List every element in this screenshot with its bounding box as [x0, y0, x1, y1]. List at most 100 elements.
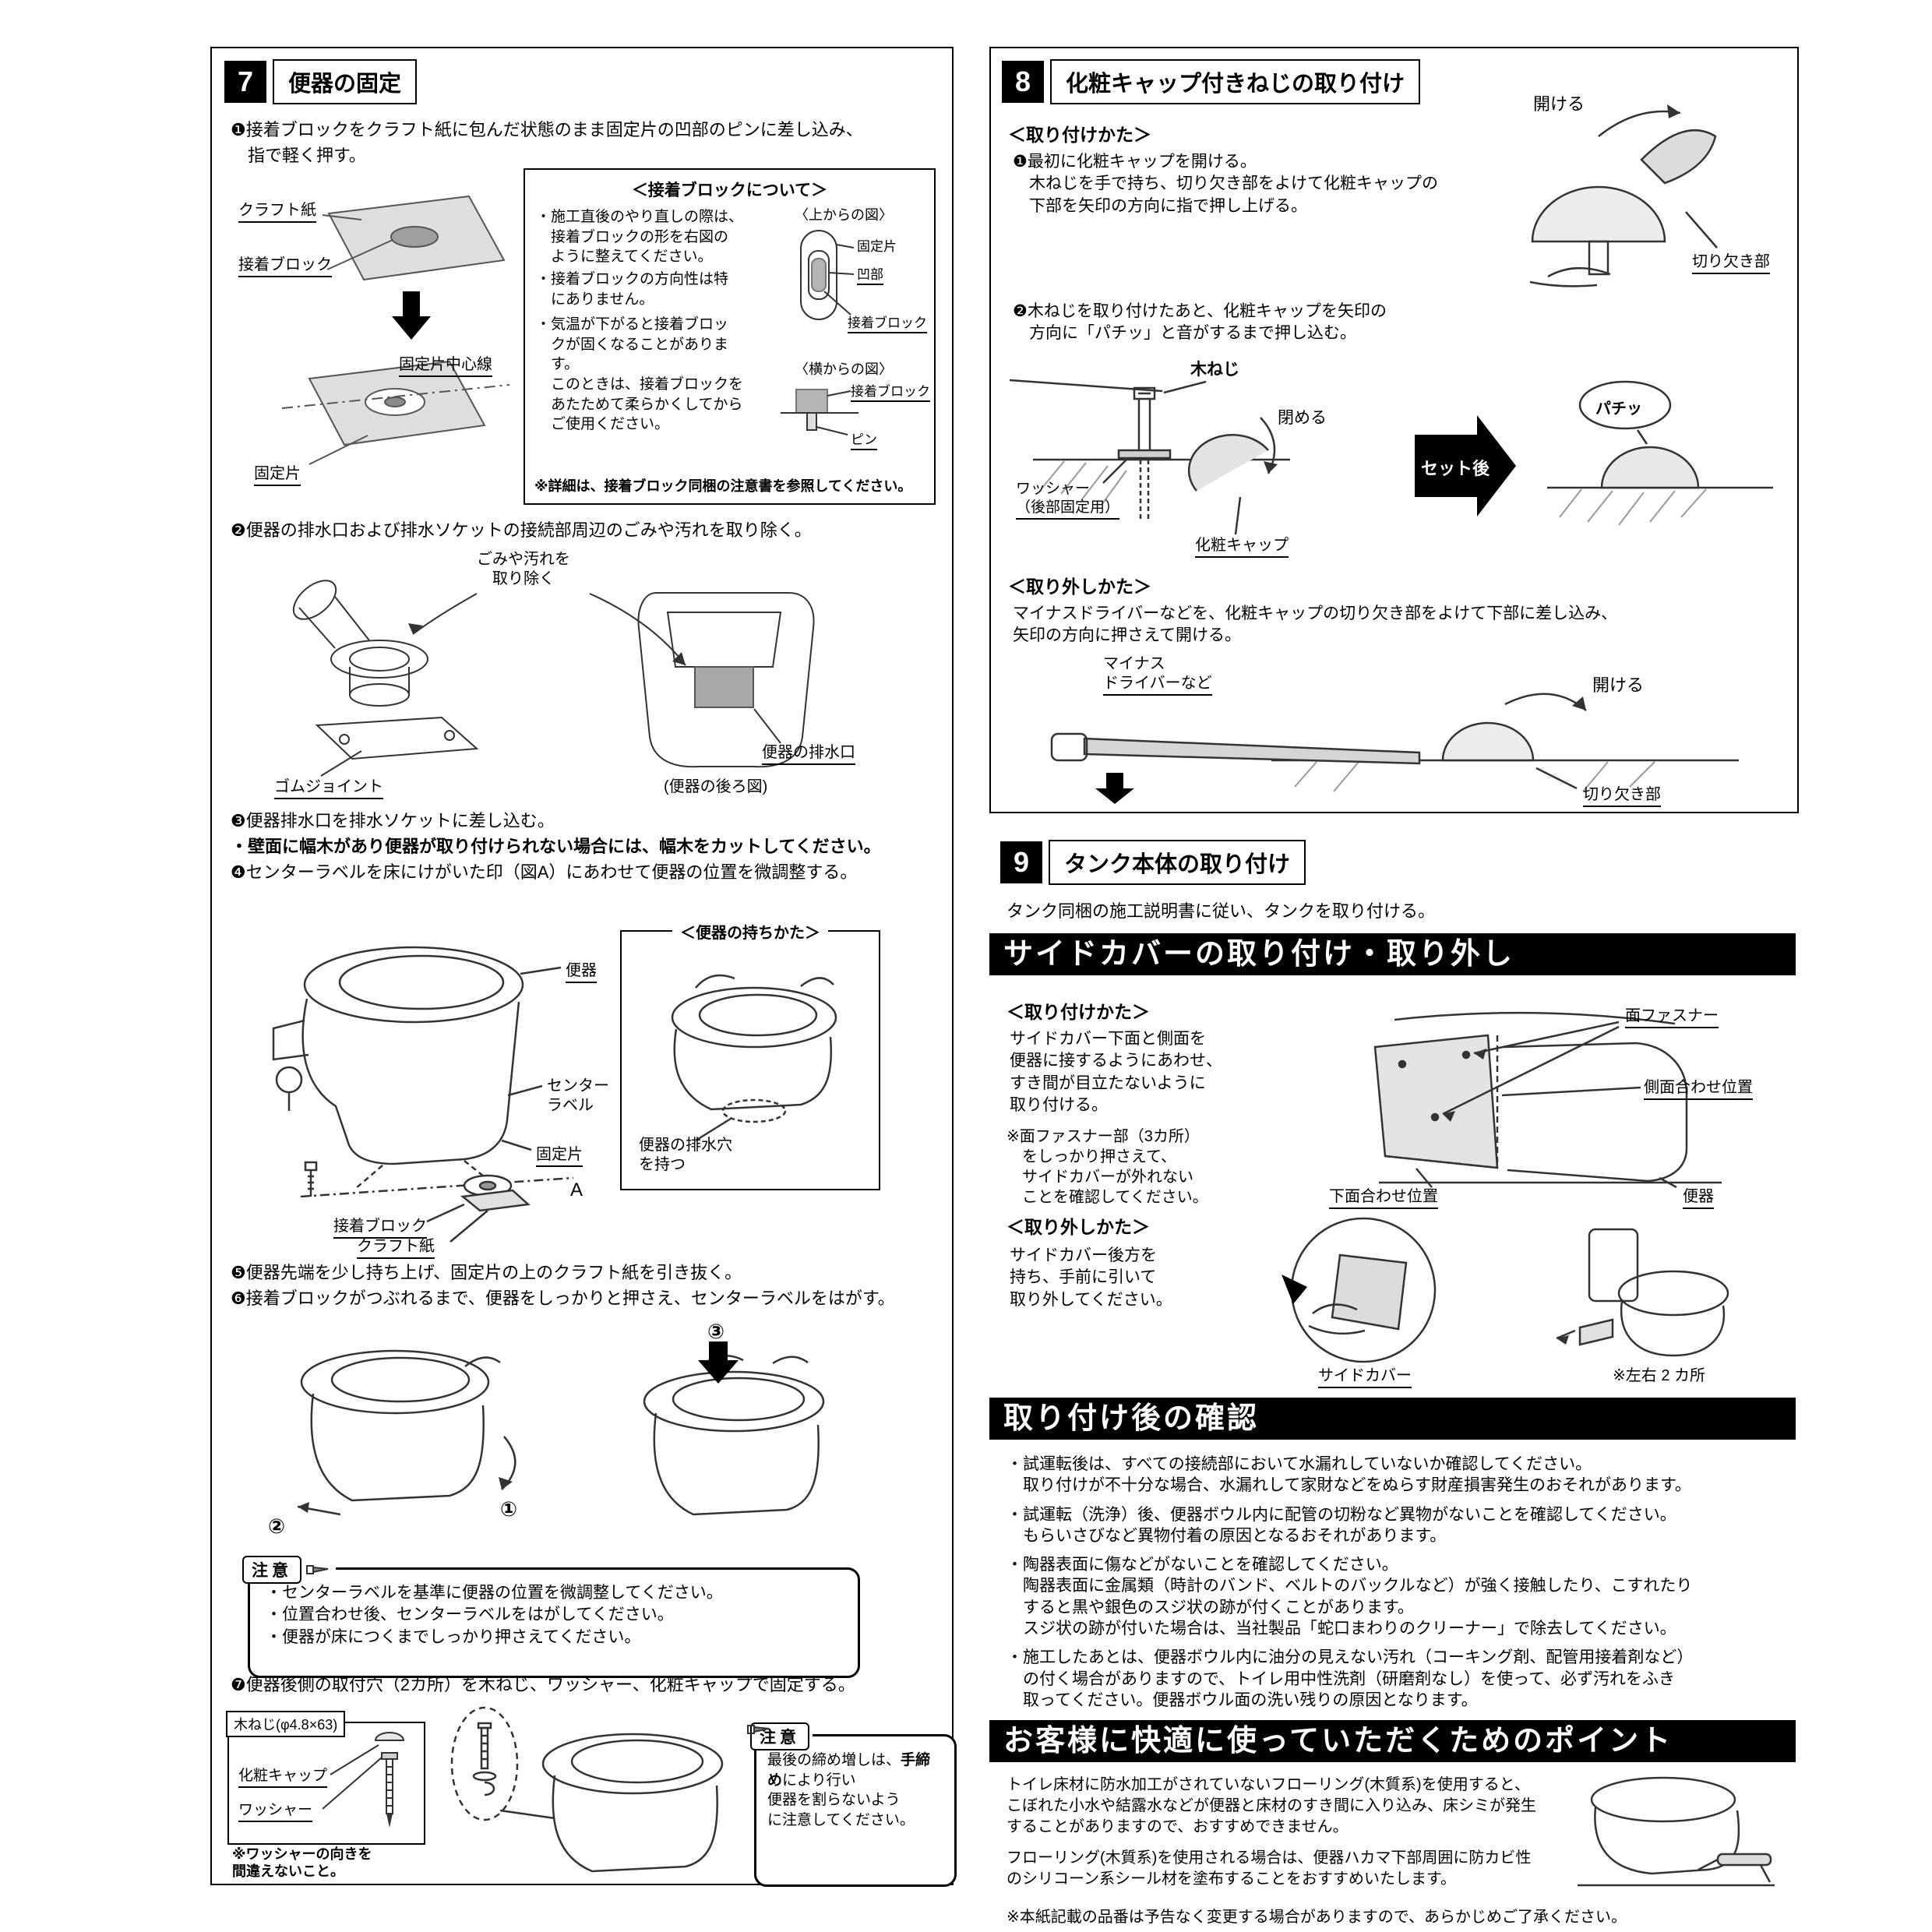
caution-1-bullet-3: ・便器が床につくまでしっかり押さえてください。 — [266, 1627, 641, 1646]
infobox-bullet-3: ・気温が下がると接着ブロッ クが固くなることがありま す。 このときは、接着ブロ… — [536, 316, 744, 433]
infobox-bullet-2: ・接着ブロックの方向性は特 にありません。 — [536, 271, 729, 308]
kraft-paper-illustration — [281, 195, 510, 465]
caution-2-pre: 最後の締め増しは、 — [767, 1752, 901, 1768]
infobox-bullet-1: ・施工直後のやり直しの際は、 接着ブロックの形を右図の ように整えてください。 — [536, 209, 744, 266]
s8-detach-text: マイナスドライバーなどを、化粧キャップの切り欠き部をよけて下部に差し込み、 矢印… — [1013, 605, 1618, 645]
kraft-paper-diagram: クラフト紙 接着ブロック 固定片中心線 固定片 — [235, 175, 516, 486]
open-label: 開ける — [1533, 94, 1585, 114]
click-sound-label: パチッ — [1595, 400, 1642, 418]
sidecover-attach-diagram: 面ファスナー 側面合わせ位置 下面合わせ位置 便器 — [1301, 1000, 1788, 1209]
cap-set-diagram: 木ねじ 閉める ワッシャー （後部固定用） 化粧キャップ セット後 パチッ — [1009, 357, 1781, 561]
screw-fixing-diagram: 木ねじ(φ4.8×63) 化粧キャップ ワッシャー ※ワッシャーの向きを 間違え… — [226, 1701, 957, 1887]
section-8-header: 8 化粧キャップ付きねじの取り付け — [1002, 59, 1421, 104]
step-2-text: ❷便器の排水口および排水ソケットの接続部周辺のごみや汚れを取り除く。 — [231, 520, 812, 540]
step-5-text: ❺便器先端を少し持ち上げ、固定片の上のクラフト紙を引き抜く。 — [231, 1263, 742, 1282]
close-label: 閉める — [1278, 409, 1327, 427]
caution-tag-1: 注意 — [239, 1556, 336, 1584]
step-4-text: ❹センターラベルを床にけがいた印（図A）にあわせて便器の位置を微調整する。 — [231, 862, 858, 882]
top-view-caption: 〈上からの図〉 — [795, 207, 893, 223]
cap-open-diagram: 開ける 切り欠き部 — [1458, 93, 1786, 288]
aftercheck-item-2: ・試運転（洗浄）後、便器ボウル内に配管の切粉など異物がないことを確認してください… — [1007, 1505, 1676, 1545]
top-view-block-label: 接着ブロック — [848, 315, 927, 334]
sidecover-detach-label: ＜取り外しかた＞ — [1007, 1217, 1150, 1237]
how-to-hold-title: ＜便器の持ちかた＞ — [672, 920, 828, 943]
press-step-2-number: ② — [268, 1514, 286, 1538]
decor-cap-label: 化粧キャップ — [238, 1767, 328, 1788]
toilet-positioning-illustration — [272, 946, 574, 1243]
top-view-recess-label: 凹部 — [857, 266, 883, 286]
comfort-paragraph-1: トイレ床材に防水加工がされていないフローリング(木質系)を使用すると、こぼれた小… — [1007, 1776, 1536, 1835]
remove-dirt-label: ごみや汚れを 取り除く — [477, 551, 570, 587]
section-8-panel: 8 化粧キャップ付きねじの取り付け ＜取り付けかた＞ ❶最初に化粧キャップを開け… — [989, 47, 1799, 813]
side-align-label: 側面合わせ位置 — [1644, 1078, 1753, 1100]
section-9-title: タンク本体の取り付け — [1049, 840, 1306, 885]
infobox-title: ＜接着ブロックについて＞ — [631, 182, 828, 199]
cap-detach-illustration — [1050, 693, 1739, 804]
section-9-number: 9 — [1000, 841, 1042, 883]
sidecover-banner: サイドカバーの取り付け・取り外し — [989, 933, 1796, 975]
after-set-label: セット後 — [1421, 459, 1490, 478]
cap-set-illustration — [1009, 379, 1773, 535]
wood-screw-label-2: 木ねじ — [1190, 361, 1239, 379]
comfort-paragraph-2: フローリング(木質系)を使用される場合は、便器ハカマ下部周囲に防カビ性のシリコー… — [1007, 1849, 1532, 1888]
sidecover-detach-text: サイドカバー後方を 持ち、手前に引いて 取り外してください。 — [1010, 1246, 1172, 1309]
caution-tag-2: 注意 — [747, 1722, 813, 1750]
decor-cap-label-2: 化粧キャップ — [1195, 536, 1289, 558]
toilet-label-2: 便器 — [1683, 1187, 1714, 1209]
notch-label-2: 切り欠き部 — [1583, 785, 1661, 807]
fixpiece-label-2: 固定片 — [536, 1145, 583, 1167]
hold-drain-hole-label: 便器の排水穴 を持つ — [639, 1137, 732, 1173]
comfort-banner: お客様に快適に使っていただくためのポイント — [989, 1720, 1796, 1762]
rubber-joint-label: ゴムジョイント — [274, 777, 383, 799]
washer-label: ワッシャー — [238, 1801, 313, 1822]
drain-cleaning-diagram: ごみや汚れを 取り除く ゴムジョイント 便器の排水口 (便器の後ろ図) — [243, 550, 897, 799]
sidecover-detach-diagram: サイドカバー ※左右 2 カ所 — [1246, 1212, 1784, 1388]
screw-icon-2 — [747, 1725, 770, 1734]
caution-1-bullet-1: ・センターラベルを基準に便器の位置を微調整してください。 — [266, 1584, 723, 1602]
block-views-illustration — [781, 230, 858, 435]
screw-icon — [306, 1565, 329, 1574]
flathead-driver-label: マイナス ドライバーなど — [1103, 654, 1212, 696]
bottom-align-label: 下面合わせ位置 — [1329, 1187, 1438, 1209]
aftercheck-list: ・試運転後は、すべての接続部において水漏れしていないか確認してください。 取り付… — [1007, 1454, 1786, 1711]
top-view-fixpiece-label: 固定片 — [857, 239, 897, 254]
hook-fastener-label: 面ファスナー — [1625, 1007, 1719, 1028]
sidecover-detach-block: ＜取り外しかた＞ サイドカバー後方を 持ち、手前に引いて 取り外してください。 … — [989, 1212, 1796, 1390]
caution-2-text: 最後の締め増しは、手締めにより行い 便器を割らないよう に注意してください。 — [767, 1750, 943, 1831]
screw-parts-illustration — [322, 1732, 405, 1828]
aftercheck-item-1: ・試運転後は、すべての接続部において水漏れしていないか確認してください。 取り付… — [1007, 1455, 1691, 1495]
sidecover-attach-text: サイドカバー下面と側面を 便器に接するようにあわせ、 すき間が目立たないように … — [1010, 1030, 1222, 1115]
aftercheck-item-4: ・施工したあとは、便器ボウル内に油分の見えない汚れ（コーキング剤、配管用接着剤な… — [1007, 1648, 1694, 1709]
section-7-title: 便器の固定 — [273, 59, 418, 104]
sidecover-attach-label: ＜取り付けかた＞ — [1007, 1002, 1150, 1022]
aftercheck-banner: 取り付け後の確認 — [989, 1398, 1796, 1440]
toilet-label: 便器 — [566, 961, 597, 983]
infobox-figures: 〈上からの図〉 固定片 凹部 接着ブロック 〈 — [773, 204, 930, 461]
sidecover-attach-note: ※面ファスナー部（3カ所） をしっかり押さえて、 サイドカバーが外れない ことを… — [1007, 1128, 1208, 1206]
holding-toilet-illustration — [671, 974, 837, 1142]
section-7-header: 7 便器の固定 — [224, 59, 418, 104]
kraft-paper-label-2: クラフト紙 — [357, 1237, 435, 1259]
center-label-label: センター ラベル — [547, 1077, 609, 1114]
step-3-text: ❸便器排水口を排水ソケットに差し込む。 — [231, 811, 555, 830]
attach-method-label: ＜取り付けかた＞ — [1008, 125, 1151, 145]
point-a-label: A — [570, 1179, 583, 1200]
kraft-paper-label: クラフト紙 — [238, 201, 316, 223]
sealant-diagram — [1566, 1767, 1784, 1893]
press-toilet-illustration — [297, 1341, 825, 1516]
open-label-2: 開ける — [1592, 675, 1645, 695]
s8-step-2-text: ❷木ねじを取り付けたあと、化粧キャップを矢印の 方向に「パチッ」と音がするまで押… — [1013, 302, 1387, 343]
step-1-text: ❶接着ブロックをクラフト紙に包んだ状態のまま固定片の凹部のピンに差し込み、 指で… — [231, 120, 863, 165]
adhesive-block-infobox: ＜接着ブロックについて＞ ・施工直後のやり直しの際は、 接着ブロックの形を右図の… — [524, 168, 936, 505]
how-to-hold-box: ＜便器の持ちかた＞ 便器の排水穴 を持つ — [620, 920, 880, 1190]
side-view-pin-label: ピン — [851, 432, 877, 451]
adhesive-block-label: 接着ブロック — [238, 256, 332, 277]
aftercheck-item-3: ・陶器表面に傷などがないことを確認してください。 陶器表面に金属類（時計のバンド… — [1007, 1556, 1693, 1638]
both-sides-note: ※左右 2 カ所 — [1613, 1367, 1705, 1384]
caution-label-2: 注意 — [750, 1722, 809, 1750]
footer-note: ※本紙記載の品番は予告なく変更する場合がありますので、あらかじめご了承ください。 — [1007, 1909, 1627, 1926]
sidecover-attach-block: ＜取り付けかた＞ サイドカバー下面と側面を 便器に接するようにあわせ、 すき間が… — [989, 997, 1796, 1209]
toilet-positioning-diagram: 便器 センター ラベル 固定片 接着ブロック クラフト紙 A ＜便器の持ちかた＞… — [231, 899, 932, 1259]
caution-2-bold: 手締め — [767, 1752, 931, 1789]
